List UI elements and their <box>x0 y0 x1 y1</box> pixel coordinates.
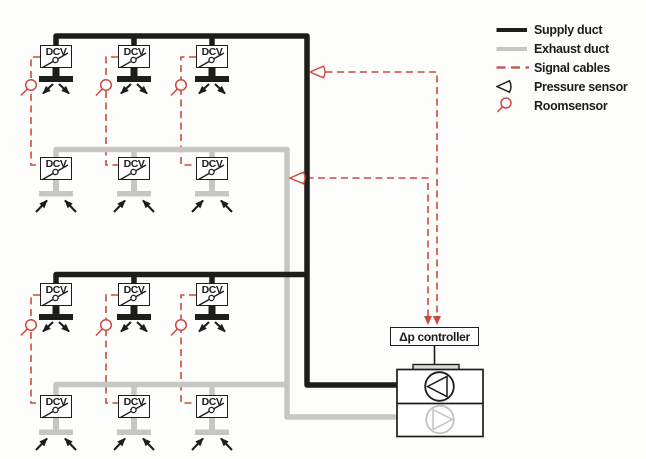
roomsensor-icon <box>170 318 188 337</box>
pressure-sensors <box>288 65 326 185</box>
dcv-unit-box: DCV <box>118 283 150 307</box>
roomsensor-icon <box>20 318 38 337</box>
damper-icon <box>198 164 225 181</box>
dcv-unit-label: DCV <box>201 284 223 296</box>
dcv-unit-label: DCV <box>45 284 67 296</box>
damper-icon <box>120 290 147 307</box>
legend-label: Signal cables <box>534 60 610 75</box>
exhaust-ducts <box>53 146 397 420</box>
dp-controller-label: Δp controller <box>399 329 470 344</box>
dcv-unit-box: DCV <box>40 283 72 307</box>
legend: Supply duct Exhaust duct Signal cables P… <box>496 20 628 115</box>
damper-icon <box>42 290 69 307</box>
damper-icon <box>120 402 147 419</box>
legend-item-pressure-sensor: Pressure sensor <box>496 77 628 96</box>
damper-icon <box>42 402 69 419</box>
legend-label: Pressure sensor <box>534 79 628 94</box>
dcv-unit-label: DCV <box>45 158 67 170</box>
damper-icon <box>198 290 225 307</box>
roomsensor-icon <box>95 318 113 337</box>
dcv-unit-label: DCV <box>201 396 223 408</box>
dcv-unit-label: DCV <box>45 46 67 58</box>
legend-item-exhaust-duct: Exhaust duct <box>496 39 627 58</box>
roomsensor-icon <box>170 78 188 97</box>
supply-duct-line-icon <box>496 27 529 33</box>
damper-icon <box>120 52 147 69</box>
damper-icon <box>42 52 69 69</box>
exhaust-duct-line-icon <box>496 46 529 52</box>
legend-item-supply-duct: Supply duct <box>496 20 627 39</box>
damper-icon <box>42 164 69 181</box>
signal-cables-icon <box>496 65 529 70</box>
legend-label: Exhaust duct <box>534 41 609 56</box>
dcv-unit-box: DCV <box>118 45 150 69</box>
dcv-unit-label: DCV <box>45 396 67 408</box>
roomsensor-icon <box>496 97 529 114</box>
dcv-unit-label: DCV <box>123 46 145 58</box>
dcv-unit-label: DCV <box>123 158 145 170</box>
airflow-arrows <box>35 83 233 451</box>
dcv-unit-box: DCV <box>196 283 228 307</box>
pressure-sensor-icon <box>288 171 306 185</box>
room-sensors <box>20 78 188 337</box>
dcv-unit-box: DCV <box>196 45 228 69</box>
legend-item-roomsensor: Roomsensor <box>496 96 627 115</box>
dp-controller-box: Δp controller <box>390 327 479 346</box>
dcv-unit-box: DCV <box>118 157 150 181</box>
dcv-unit-box: DCV <box>118 395 150 419</box>
dcv-unit-box: DCV <box>40 45 72 69</box>
legend-label: Supply duct <box>534 22 603 37</box>
signal-cable-arrowheads <box>424 316 441 325</box>
damper-icon <box>198 402 225 419</box>
legend-item-signal-cables: Signal cables <box>496 58 627 77</box>
damper-icon <box>120 164 147 181</box>
dcv-unit-label: DCV <box>201 46 223 58</box>
extract-grilles <box>39 179 229 435</box>
dcv-unit-label: DCV <box>123 396 145 408</box>
dcv-unit-box: DCV <box>196 395 228 419</box>
dcv-unit-box: DCV <box>40 157 72 181</box>
roomsensor-icon <box>95 78 113 97</box>
pressure-sensor-icon <box>496 79 529 94</box>
damper-icon <box>198 52 225 69</box>
pressure-sensor-icon <box>308 65 326 79</box>
dcv-unit-label: DCV <box>201 158 223 170</box>
roomsensor-icon <box>20 78 38 97</box>
dcv-unit-box: DCV <box>196 157 228 181</box>
legend-label: Roomsensor <box>534 98 608 113</box>
signal-cables <box>30 56 438 404</box>
supply-ducts <box>53 33 397 388</box>
air-handling-unit <box>396 346 484 438</box>
supply-fan-icon <box>424 371 455 402</box>
exhaust-fan-icon <box>425 404 455 435</box>
supply-diffusers <box>39 67 229 320</box>
dcv-unit-label: DCV <box>123 284 145 296</box>
dcv-unit-box: DCV <box>40 395 72 419</box>
